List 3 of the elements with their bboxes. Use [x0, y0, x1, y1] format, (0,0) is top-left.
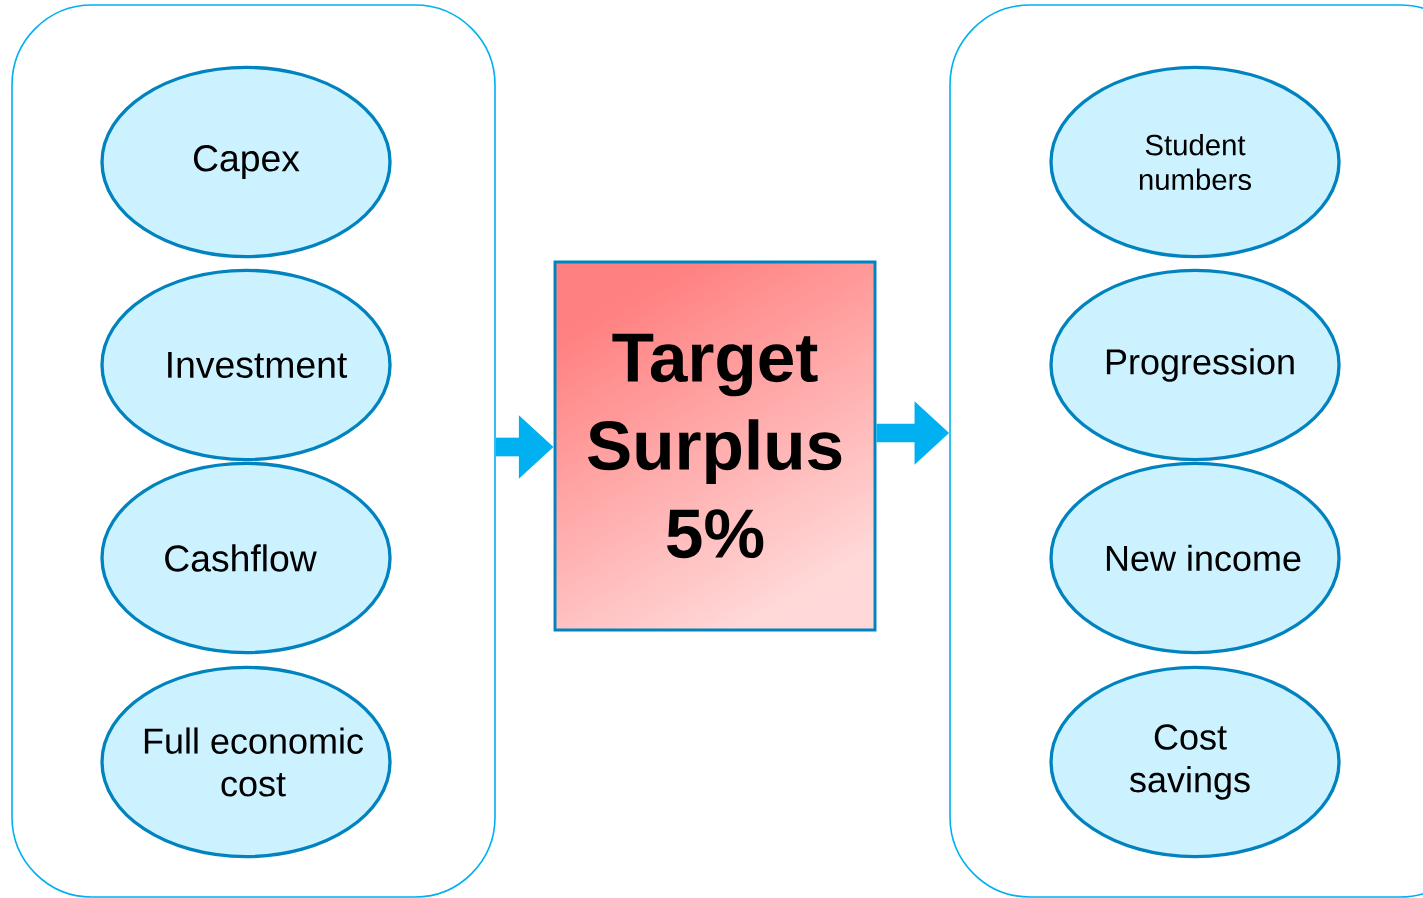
- target-box: Target Surplus 5%: [553, 260, 877, 632]
- group-panel: [949, 4, 1423, 898]
- group-panel: [11, 4, 496, 898]
